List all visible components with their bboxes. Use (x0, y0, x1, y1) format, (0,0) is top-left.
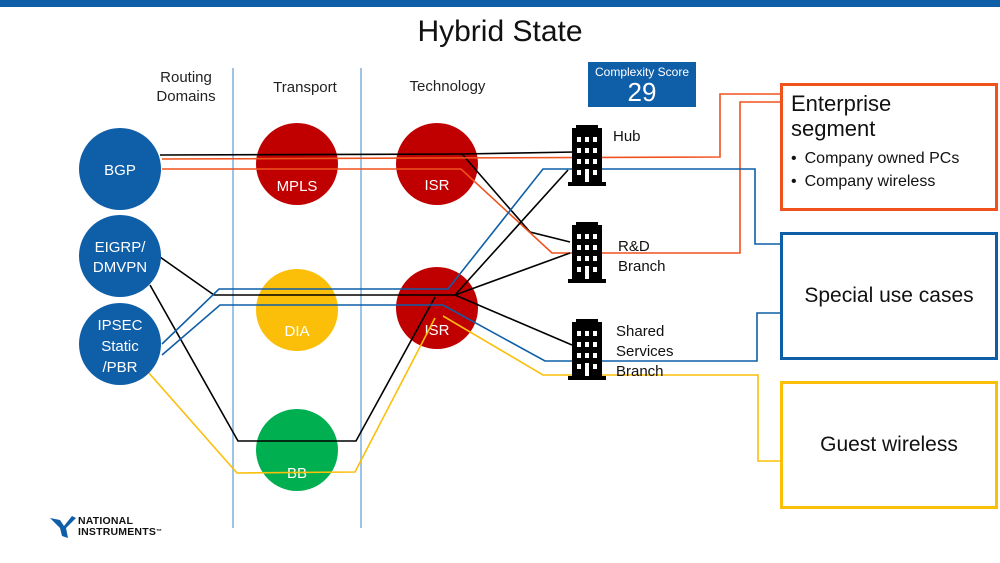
node-isr-top: ISR (396, 123, 478, 205)
segment-guest-wireless: Guest wireless (780, 381, 998, 509)
column-header-routing: Routing Domains (145, 68, 227, 106)
building-icon-hub (568, 125, 606, 186)
line-isr-rd-black-2 (454, 252, 571, 296)
logo-trademark: ™ (156, 529, 163, 535)
line-isr-rd-black (461, 153, 571, 243)
node-isr-bottom: ISR (396, 267, 478, 349)
node-bgp-label: BGP (104, 162, 136, 179)
site-label-rd-line2: Branch (618, 258, 666, 275)
site-label-shared-line1: Shared (616, 323, 665, 340)
line-ipsec-special-blue-1 (161, 168, 782, 345)
line-eigrp-dia-black (159, 256, 455, 296)
segment-enterprise-title-line2: segment (791, 116, 876, 141)
building-icon-shared (568, 319, 606, 380)
node-mpls-label: MPLS (277, 178, 318, 195)
line-bgp-hub-black (159, 151, 576, 156)
connection-lines (147, 93, 782, 474)
national-instruments-logo: NATIONAL INSTRUMENTS™ (50, 516, 162, 538)
site-label-shared-line2: Services (616, 343, 674, 360)
top-accent-bar (0, 0, 1000, 7)
complexity-score-value: 29 (627, 77, 657, 107)
complexity-score-label: Complexity Score (594, 65, 690, 79)
node-isr-top-label: ISR (424, 177, 449, 194)
column-header-technology: Technology (409, 78, 486, 95)
line-isr-hub-black (454, 169, 569, 296)
node-mpls: MPLS (256, 123, 338, 205)
column-header-routing-line2: Domains (156, 88, 216, 105)
site-label-rd: R&D Branch (618, 237, 666, 277)
node-ipsec-static-pbr: IPSEC Static /PBR (79, 303, 161, 385)
site-label-hub-line1: Hub (613, 128, 641, 145)
segment-enterprise-list: Company owned PCs Company wireless (791, 147, 987, 193)
node-bb-label: BB (287, 465, 307, 482)
segment-special-title: Special use cases (804, 284, 974, 307)
line-isr-shared-black (454, 294, 573, 346)
line-ipsec-bb-yellow (147, 317, 436, 474)
node-bb: BB (256, 409, 338, 491)
line-bgp-enterprise-red-2 (162, 101, 782, 254)
slide-title: Hybrid State (417, 15, 583, 48)
site-label-rd-line1: R&D (618, 238, 650, 255)
line-eigrp-bb-black (149, 284, 436, 442)
segment-special-use-cases: Special use cases (780, 232, 998, 360)
line-ipsec-special-blue-2 (161, 304, 782, 362)
segment-enterprise-item: Company wireless (791, 170, 987, 193)
node-eigrp-label-line2: DMVPN (93, 259, 147, 276)
node-eigrp-dmvpn: EIGRP/ DMVPN (79, 215, 161, 297)
logo-line1: NATIONAL (78, 515, 134, 527)
building-icon-rd (568, 222, 606, 283)
node-eigrp-label-line1: EIGRP/ (95, 239, 147, 256)
complexity-score-badge: Complexity Score 29 (588, 62, 696, 107)
segment-enterprise-title-line1: Enterprise (791, 91, 892, 116)
line-bgp-enterprise-red-1 (161, 93, 782, 160)
node-bgp: BGP (79, 128, 161, 210)
node-dia: DIA (256, 269, 338, 351)
logo-line2: INSTRUMENTS (78, 526, 157, 538)
node-ipsec-label-line3: /PBR (102, 359, 137, 376)
column-header-routing-line1: Routing (160, 69, 212, 86)
site-label-shared-line3: Branch (616, 363, 664, 380)
line-isr-guest-yellow (442, 315, 782, 462)
site-label-shared: Shared Services Branch (616, 322, 674, 382)
site-label-hub: Hub (613, 127, 641, 147)
segment-guest-title: Guest wireless (820, 433, 958, 456)
segment-enterprise-item: Company owned PCs (791, 147, 987, 170)
node-ipsec-label-line1: IPSEC (97, 317, 142, 334)
node-ipsec-label-line2: Static (101, 338, 139, 355)
column-header-transport: Transport (273, 79, 337, 96)
node-dia-label: DIA (284, 323, 309, 340)
segment-enterprise: Enterprise segment Company owned PCs Com… (780, 83, 998, 211)
ni-eagle-icon (50, 516, 76, 538)
